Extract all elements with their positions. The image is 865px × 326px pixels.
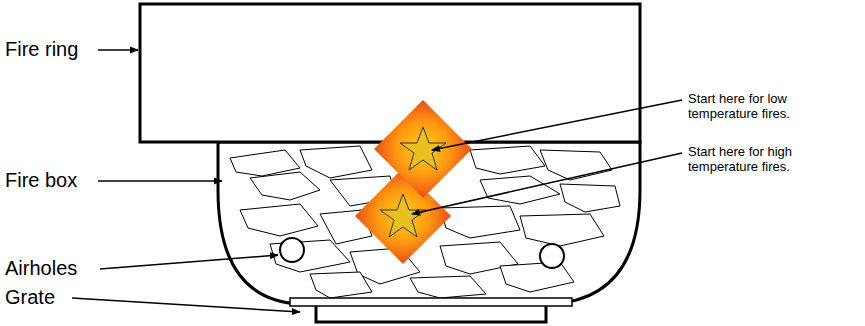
part-label: Airholes [5,257,77,280]
callout-note: Start here for low temperature fires. [688,92,858,122]
airhole [540,244,564,268]
part-label: Fire ring [5,38,78,61]
airhole [280,238,304,262]
grate [290,298,572,306]
fire-ring [140,4,640,142]
leader-lines [72,50,682,312]
callout-note: Start here for high temperature fires. [688,145,858,175]
part-label: Grate [5,286,55,309]
flame-low [374,100,472,198]
part-label: Fire box [5,169,77,192]
